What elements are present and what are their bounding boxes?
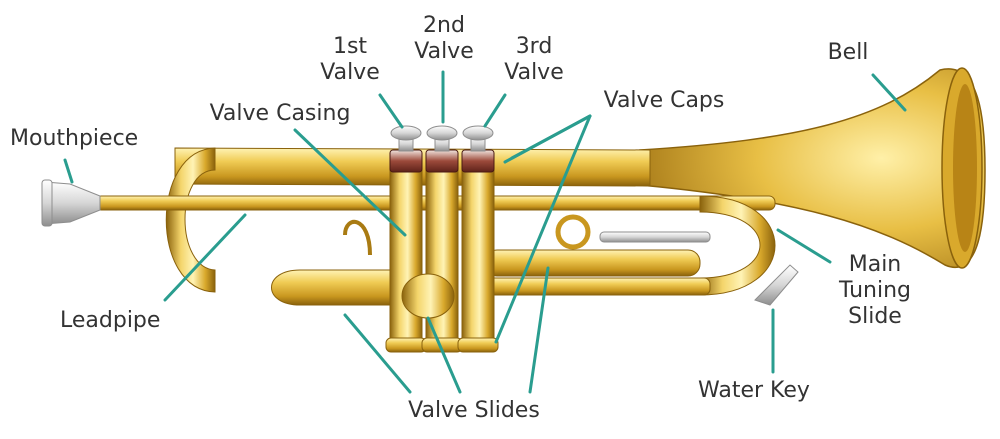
bottom-cap-1 bbox=[386, 338, 426, 352]
valve-slide-knuckle bbox=[402, 274, 454, 318]
third-valve-slide bbox=[485, 250, 700, 276]
leader-first-valve bbox=[380, 95, 402, 127]
valve-buttons bbox=[390, 126, 494, 172]
third-slide-ring bbox=[558, 217, 588, 247]
label-leadpipe: Leadpipe bbox=[60, 308, 190, 334]
label-bell: Bell bbox=[818, 40, 878, 66]
label-second-valve: 2nd Valve bbox=[406, 13, 482, 65]
first-valve-slide bbox=[272, 270, 401, 305]
tuning-slide-loop bbox=[700, 196, 775, 295]
bell-inner bbox=[953, 84, 977, 252]
label-main-tuning-slide: Main Tuning Slide bbox=[830, 252, 920, 330]
label-valve-slides: Valve Slides bbox=[388, 398, 560, 424]
label-third-valve: 3rd Valve bbox=[496, 34, 572, 86]
label-water-key: Water Key bbox=[698, 378, 848, 404]
label-valve-caps: Valve Caps bbox=[584, 88, 744, 114]
bell-bend bbox=[166, 148, 215, 292]
finger-hook bbox=[345, 222, 370, 255]
leader-mouthpiece bbox=[65, 160, 72, 182]
label-mouthpiece: Mouthpiece bbox=[10, 126, 175, 152]
bottom-cap-3 bbox=[458, 338, 498, 352]
leader-main-tuning-slide bbox=[778, 230, 830, 262]
label-first-valve: 1st Valve bbox=[312, 34, 388, 86]
valve-casing-3 bbox=[462, 165, 494, 345]
label-valve-casing: Valve Casing bbox=[190, 101, 370, 127]
mouthpiece-shape bbox=[42, 180, 100, 226]
valve-casing-1 bbox=[390, 165, 422, 345]
third-slide-rod bbox=[600, 232, 710, 242]
leader-third-valve bbox=[485, 95, 505, 126]
tuning-slide-lower bbox=[480, 278, 710, 295]
